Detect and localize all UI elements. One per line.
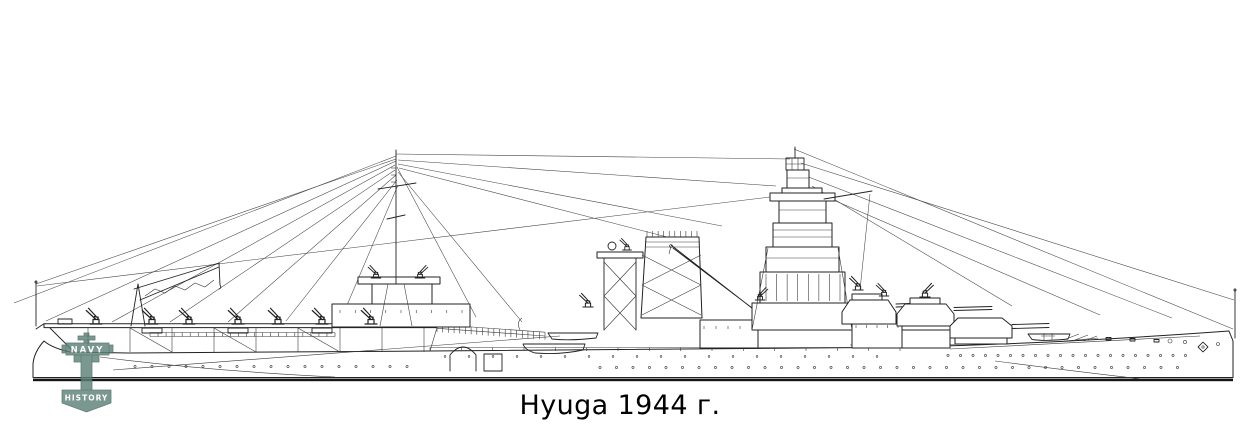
navy-banner-label: NAVY <box>71 346 105 356</box>
image-caption: Hyuga 1944 г. <box>519 390 721 421</box>
searchlight-tower <box>596 241 644 331</box>
ships-boats <box>518 317 1071 355</box>
pagoda-mast <box>751 146 873 331</box>
anchor-icon <box>61 332 114 413</box>
foredeck-fittings <box>1041 333 1220 353</box>
turret-1 <box>949 317 1050 345</box>
hull <box>32 330 1234 380</box>
stern-flagpole <box>34 280 38 327</box>
aft-superstructure <box>331 276 471 328</box>
rigging-lines <box>13 148 1235 330</box>
bow-jackstaff <box>1233 288 1237 339</box>
deck-crane <box>130 262 222 327</box>
main-mast <box>377 149 417 327</box>
navy-history-logo: NAVY HISTORY <box>61 332 114 413</box>
funnel <box>640 231 703 319</box>
history-banner-label: HISTORY <box>65 394 109 403</box>
